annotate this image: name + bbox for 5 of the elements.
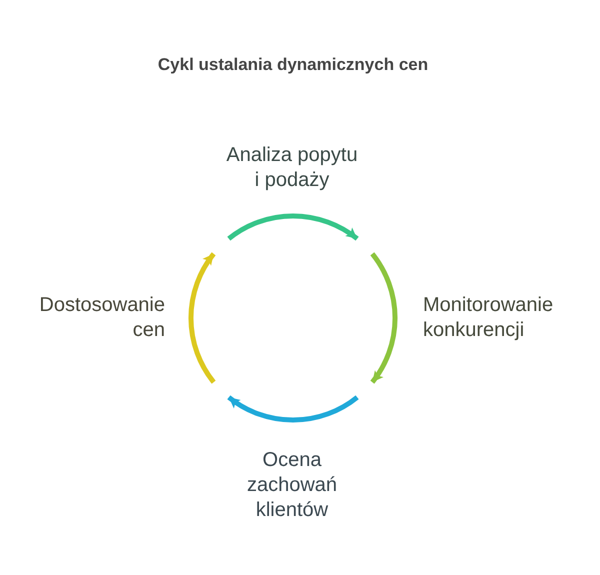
diagram-title: Cykl ustalania dynamicznych cen xyxy=(158,55,428,75)
step-label: Monitorowanie konkurencji xyxy=(423,293,554,343)
step-label: Dostosowanie cen xyxy=(38,293,165,343)
step-label: Ocena zachowań klientów xyxy=(246,448,338,523)
step-label: Analiza popytu i podaży xyxy=(225,143,359,193)
